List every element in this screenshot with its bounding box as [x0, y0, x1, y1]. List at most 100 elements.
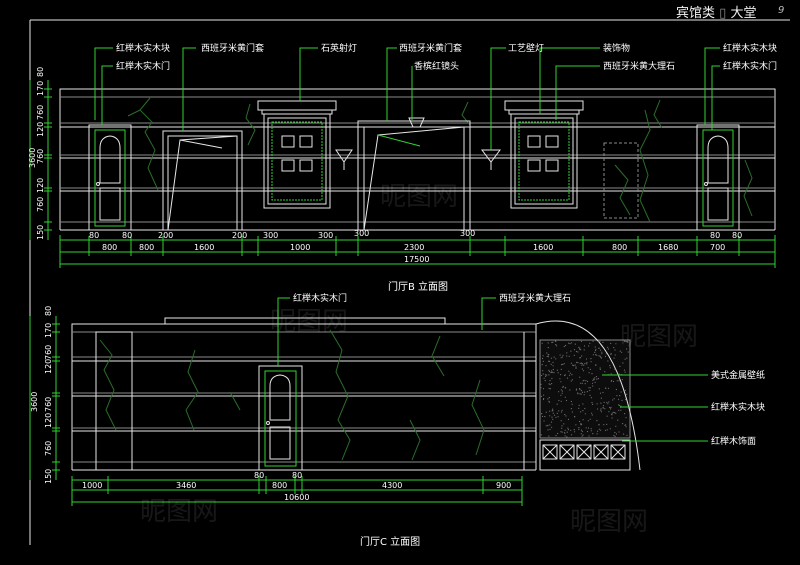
wallpaper-speck: [610, 353, 613, 355]
wallpaper-speck: [588, 435, 590, 437]
dim-h2-4: 2300: [404, 243, 424, 252]
dim-h2-2: 1600: [194, 243, 214, 252]
wallpaper-speck: [626, 340, 628, 343]
wallpaper-speck: [552, 418, 554, 420]
dim-h2-7: 1680: [658, 243, 678, 252]
wallpaper-speck: [580, 433, 582, 435]
wallpaper-speck: [612, 399, 614, 401]
wallpaper-speck: [549, 388, 552, 390]
dim-h-total: 17500: [404, 255, 429, 264]
wallpaper-speck: [561, 409, 563, 411]
wallpaper-speck: [592, 340, 594, 342]
wallpaper-speck: [565, 399, 568, 402]
wallpaper-speck: [580, 423, 582, 425]
wallpaper-speck: [551, 377, 553, 380]
wallpaper-speck: [560, 374, 562, 376]
wallpaper-speck: [543, 420, 545, 422]
wallpaper-speck: [626, 357, 628, 359]
wallpaper-speck: [600, 411, 603, 413]
wallpaper-speck: [548, 387, 550, 390]
label-quartz-spotlight: 石英射灯: [321, 42, 357, 54]
wallpaper-speck: [568, 342, 570, 344]
dim-h2-5: 1600: [533, 243, 553, 252]
wallpaper-speck: [587, 367, 589, 369]
wallpaper-speck: [586, 380, 589, 383]
wallpaper-speck: [551, 341, 553, 344]
wallpaper-speck: [615, 425, 617, 427]
wallpaper-speck: [620, 405, 622, 407]
wallpaper-speck: [583, 394, 585, 396]
wallpaper-speck: [599, 340, 601, 342]
wallpaper-speck: [542, 388, 545, 390]
wallpaper-speck: [564, 396, 566, 398]
wallpaper-speck: [613, 434, 615, 437]
lattice-square: [610, 444, 626, 460]
wallpaper-speck: [598, 424, 600, 426]
wallpaper-speck: [550, 357, 553, 359]
label-red-beech-block: 红榉木实木块: [116, 42, 170, 54]
label-spanish-marble: 西班牙米黄大理石: [603, 60, 675, 72]
wallpaper-speck: [547, 347, 549, 349]
wallpaper-speck: [551, 383, 553, 385]
wallpaper-speck: [591, 373, 593, 375]
wallpaper-speck: [548, 360, 550, 362]
wallpaper-speck: [565, 415, 567, 417]
wallpaper-speck: [555, 345, 558, 347]
wallpaper-speck: [566, 431, 568, 433]
wallpaper-speck: [557, 432, 559, 435]
wallpaper-speck: [610, 342, 612, 344]
dim-hc-total: 10600: [284, 493, 309, 502]
wallpaper-speck: [542, 360, 544, 362]
wallpaper-speck: [625, 341, 627, 343]
wallpaper-speck: [600, 409, 602, 411]
wallpaper-speck: [549, 428, 551, 430]
wallpaper-speck: [579, 376, 581, 378]
dim-v-120b: 120: [36, 178, 45, 193]
wallpaper-speck: [562, 385, 564, 388]
wallpaper-speck: [581, 355, 583, 357]
wallpaper-speck: [551, 371, 554, 373]
wallpaper-speck: [562, 354, 564, 356]
wallpaper-speck: [550, 363, 552, 365]
wallpaper-speck: [549, 424, 551, 426]
wallpaper-speck: [548, 397, 550, 399]
wallpaper-speck: [542, 357, 544, 360]
wallpaper-speck: [609, 408, 612, 410]
wallpaper-speck: [567, 427, 569, 429]
wallpaper-speck: [561, 364, 563, 366]
wallpaper-speck: [598, 388, 600, 390]
wallpaper-speck: [627, 341, 629, 344]
lattice-cross: [610, 444, 626, 460]
wallpaper-speck: [590, 397, 593, 399]
wallpaper-speck: [594, 377, 596, 379]
wallpaper-speck: [594, 346, 596, 348]
wallpaper-speck: [606, 401, 608, 404]
wallpaper-speck: [613, 347, 615, 349]
wallpaper-speck: [556, 412, 558, 414]
wallpaper-speck: [540, 434, 542, 436]
wallpaper-speck: [582, 419, 584, 421]
wallpaper-speck: [548, 360, 551, 362]
dim-vc-760c: 760: [44, 441, 53, 456]
wallpaper-speck: [542, 370, 544, 372]
wallpaper-speck: [555, 416, 557, 418]
wallpaper-speck: [579, 389, 581, 391]
watermark-1: 昵图网: [380, 182, 458, 212]
wallpaper-speck: [581, 391, 584, 393]
wallpaper-speck: [615, 412, 617, 414]
wallpaper-speck: [589, 418, 591, 420]
wallpaper-speck: [607, 360, 609, 362]
wallpaper-speck: [560, 420, 562, 422]
wallpaper-speck: [610, 373, 612, 375]
wallpaper-speck: [548, 400, 550, 402]
wallpaper-speck: [560, 394, 562, 396]
wallpaper-speck: [577, 351, 579, 353]
wallpaper-speck: [544, 380, 546, 382]
wallpaper-speck: [611, 414, 613, 416]
bottom-lattice: [542, 444, 626, 460]
wallpaper-speck: [619, 365, 621, 367]
wallpaper-speck: [567, 418, 570, 420]
lattice-cross: [593, 444, 609, 460]
dim-hc2-0: 1000: [82, 481, 102, 490]
bottom-wallpaper-texture: [540, 340, 629, 438]
